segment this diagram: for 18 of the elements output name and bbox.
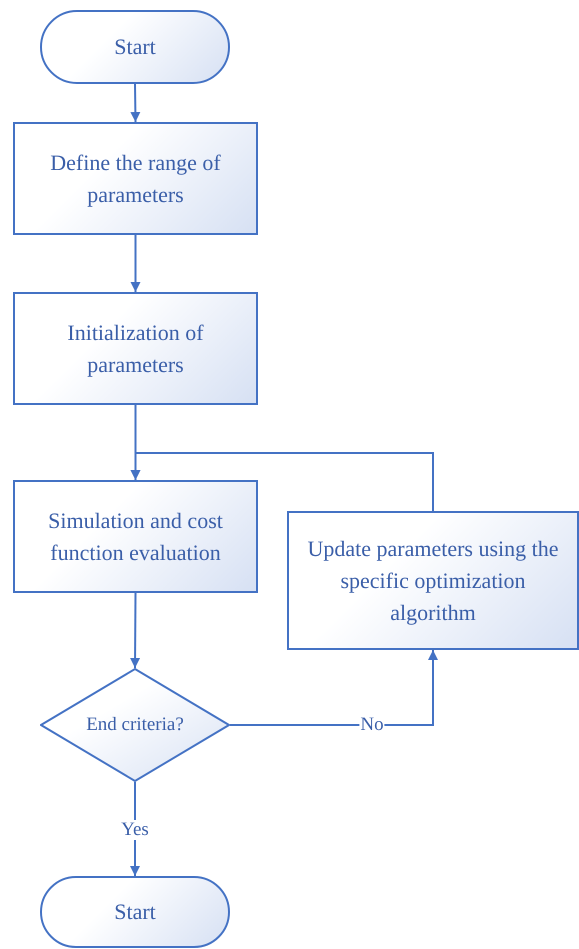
node-text: Start xyxy=(113,33,157,61)
node-text: End criteria? xyxy=(85,713,185,737)
arrow xyxy=(230,650,438,726)
arrow xyxy=(130,452,434,511)
node-text: Simulation and cost function evaluation xyxy=(47,506,224,566)
arrow xyxy=(130,593,140,668)
node-text: Define the range of parameters xyxy=(49,148,222,209)
edge-label: Yes xyxy=(120,820,150,840)
process-box xyxy=(13,292,258,405)
node-text: Update parameters using the specific optimization algorithm xyxy=(306,534,560,627)
node-text: Start xyxy=(113,898,157,926)
process-box xyxy=(287,511,579,650)
node-text: Initialization of parameters xyxy=(66,318,205,379)
process-box xyxy=(13,122,258,235)
arrow xyxy=(130,84,140,122)
decision-diamond xyxy=(40,668,230,782)
process-box xyxy=(13,480,258,593)
arrow xyxy=(130,235,140,292)
